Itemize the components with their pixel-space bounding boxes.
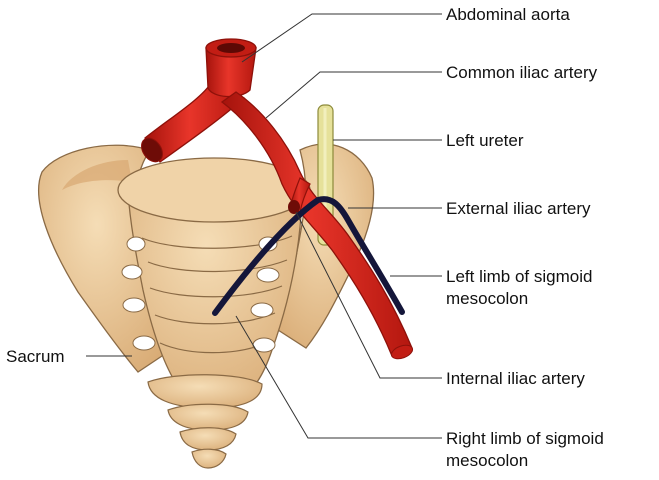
label-internal-iliac-artery: Internal iliac artery xyxy=(446,368,585,389)
coccyx-3 xyxy=(180,428,236,450)
foramen-left-1 xyxy=(127,237,145,251)
label-left-ureter: Left ureter xyxy=(446,130,524,151)
label-common-iliac-artery: Common iliac artery xyxy=(446,62,597,83)
foramen-right-3 xyxy=(251,303,273,317)
coccyx-4 xyxy=(192,449,226,468)
foramen-left-2 xyxy=(122,265,142,279)
label-right-limb-line2: mesocolon xyxy=(446,450,528,471)
label-right-limb-line1: Right limb of sigmoid xyxy=(446,428,604,449)
foramen-left-4 xyxy=(133,336,155,350)
label-left-limb-line1: Left limb of sigmoid xyxy=(446,266,592,287)
label-left-limb-line2: mesocolon xyxy=(446,288,528,309)
coccyx-2 xyxy=(168,404,248,430)
foramen-right-2 xyxy=(257,268,279,282)
leader-abdominal-aorta xyxy=(242,14,442,62)
label-sacrum: Sacrum xyxy=(6,346,65,367)
leader-common-iliac-artery xyxy=(266,72,442,118)
label-external-iliac-artery: External iliac artery xyxy=(446,198,591,219)
foramen-left-3 xyxy=(123,298,145,312)
label-abdominal-aorta: Abdominal aorta xyxy=(446,4,570,25)
coccyx-1 xyxy=(148,375,262,408)
